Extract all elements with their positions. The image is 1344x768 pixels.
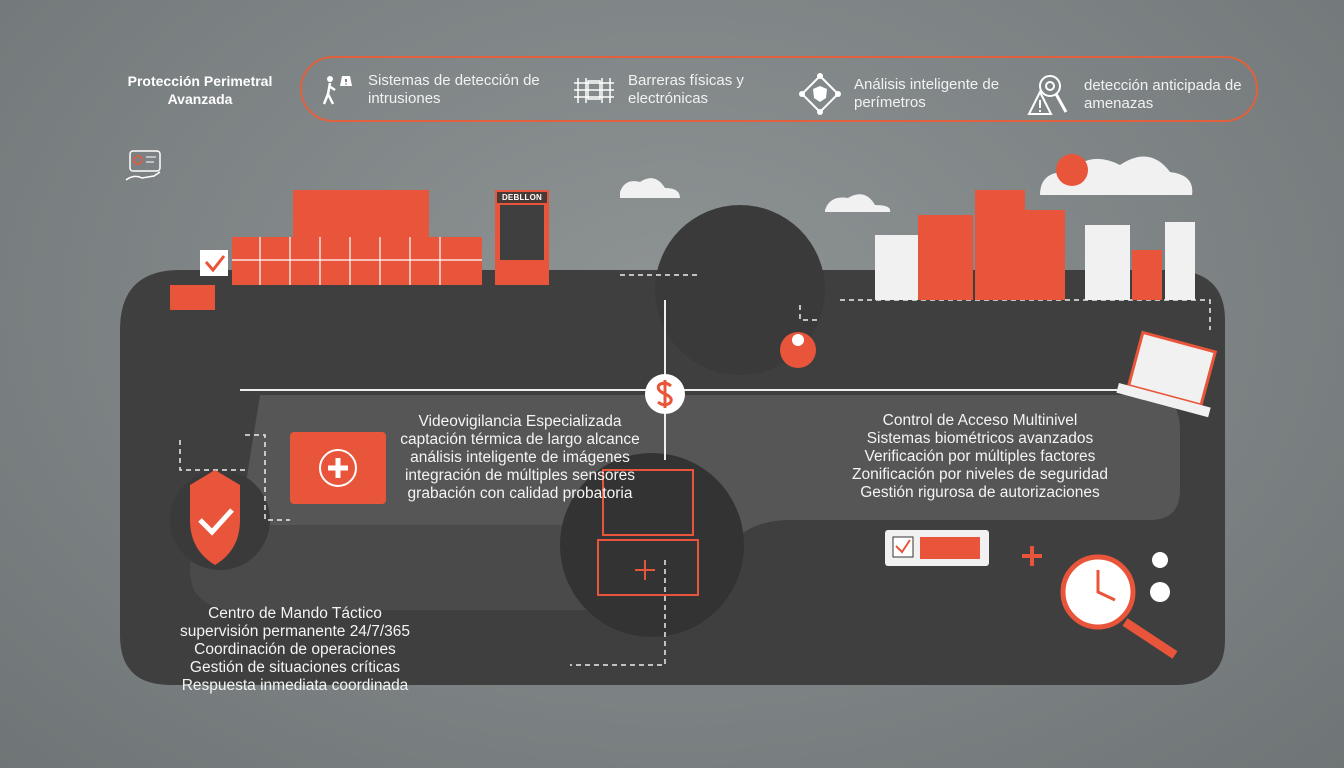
access-item: Sistemas biométricos avanzados [866,430,1094,447]
feature-item: Análisis inteligente de perímetros [798,72,1004,116]
feature-label: Sistemas de detección de intrusiones [368,72,540,107]
city-buildings-illustration [620,154,1195,300]
command-item: supervisión permanente 24/7/365 [179,623,411,640]
verification-card-icon [885,530,989,566]
command-item: Coordinación de operaciones [194,641,396,658]
video-item: análisis inteligente de imágenes [410,449,630,466]
checkmark-sign-icon [200,250,228,276]
access-item: Zonificación por niveles de seguridad [852,466,1108,483]
access-card-icon [125,150,161,181]
feature-label: Barreras físicas y electrónicas [628,72,744,107]
command-title: Centro de Mando Táctico [208,605,382,622]
access-title: Control de Acceso Multinivel [882,412,1078,429]
people-circle [655,205,825,375]
page-title: Protección Perimetral Avanzada [127,73,273,107]
clock-magnifier-icon [1060,554,1178,659]
feature-label: detección anticipada de amenazas [1084,77,1242,112]
fence-barrier-icon [574,78,614,103]
building-sign: DEBLLON [497,192,547,203]
monitor-icon [597,469,699,596]
features-bar: Sistemas de detección de intrusiones Bar… [300,56,1258,122]
feature-item: Barreras físicas y electrónicas [572,72,778,108]
user-avatar-icon [780,332,816,368]
access-item: Verificación por múltiples factores [864,448,1096,465]
feature-item: Sistemas de detección de intrusiones [320,72,548,108]
gear-icon [1152,552,1168,568]
intrusion-detection-icon [322,76,352,105]
video-item: grabación con calidad probatoria [407,485,633,502]
perimeter-analysis-icon [799,73,841,115]
access-section: Control de Acceso Multinivel Sistemas bi… [830,412,1130,502]
feature-item: detección anticipada de amenazas [1026,72,1244,118]
video-item: integración de múltiples sensores [404,467,636,484]
gear-icon [1150,582,1170,602]
access-item: Gestión rigurosa de autorizaciones [860,484,1100,501]
plus-icon [1022,546,1042,566]
command-section: Centro de Mando Táctico supervisión perm… [150,605,440,695]
vehicle-icon [170,285,215,310]
command-item: Respuesta inmediata coordinada [181,677,409,694]
video-item: captación térmica de largo alcance [400,431,640,448]
dashed-connector [179,274,1211,666]
command-item: Gestión de situaciones críticas [189,659,401,676]
video-title: Videovigilancia Especializada [418,413,622,430]
shield-check-icon [190,470,240,565]
factory-building-illustration [232,190,549,285]
laptop-icon [1116,330,1218,418]
feature-label: Análisis inteligente de perímetros [854,76,1000,111]
threat-warning-icon [1027,75,1068,115]
video-section: Videovigilancia Especializada captación … [370,413,670,503]
